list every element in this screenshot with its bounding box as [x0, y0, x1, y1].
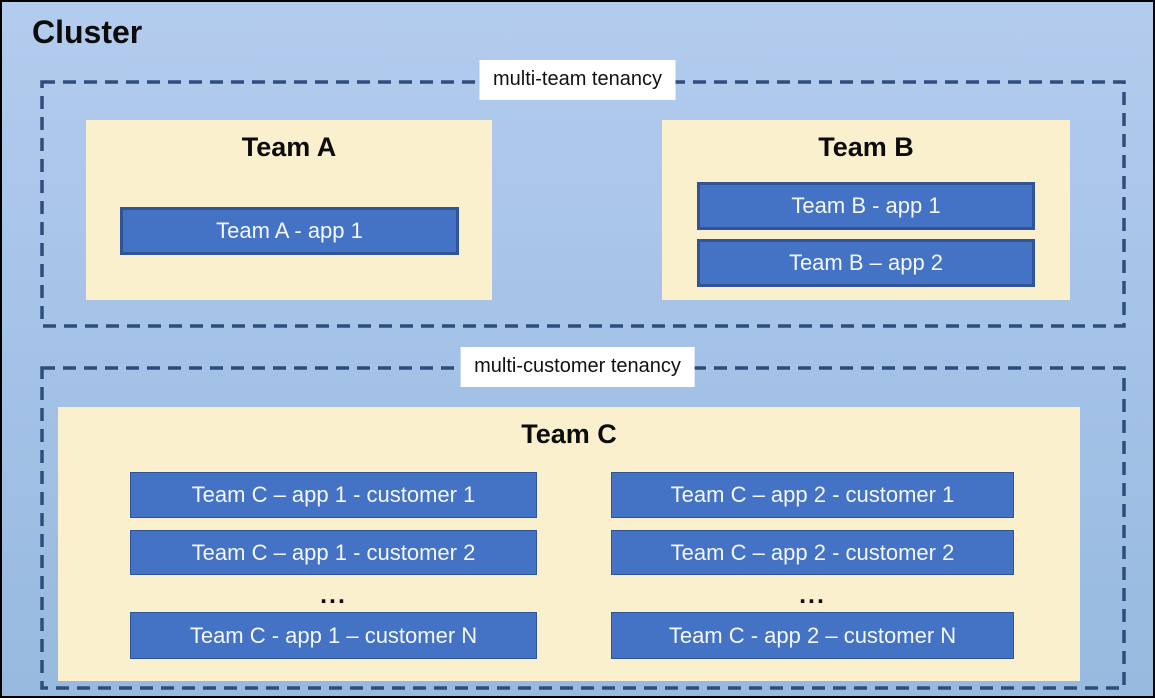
team-c-box: Team C Team C – app 1 - customer 1 Team … — [58, 407, 1080, 681]
team-a-box: Team A Team A - app 1 — [86, 120, 492, 300]
team-b-app-1-node: Team B - app 1 — [697, 182, 1035, 230]
team-c-app1-customer-1-node: Team C – app 1 - customer 1 — [130, 472, 537, 518]
team-b-box: Team B Team B - app 1 Team B – app 2 — [662, 120, 1070, 300]
team-b-app-2-node: Team B – app 2 — [697, 239, 1035, 287]
multi-team-tenancy-zone — [40, 80, 1126, 328]
team-b-title: Team B — [818, 132, 914, 162]
multi-customer-tenancy-label: multi-customer tenancy — [460, 347, 695, 387]
multi-team-tenancy-label: multi-team tenancy — [479, 60, 676, 100]
team-c-title: Team C — [521, 419, 617, 449]
team-c-app1-customer-n-node: Team C - app 1 – customer N — [130, 612, 537, 659]
team-c-app2-customer-1-node: Team C – app 2 - customer 1 — [611, 472, 1014, 518]
team-c-app2-customer-n-node: Team C - app 2 – customer N — [611, 612, 1014, 659]
multi-team-boundary-icon — [40, 80, 1126, 328]
multi-customer-boundary-icon — [40, 366, 1126, 690]
team-a-app-1-node: Team A - app 1 — [120, 207, 459, 255]
team-c-app2-customer-2-node: Team C – app 2 - customer 2 — [611, 530, 1014, 575]
team-a-title: Team A — [241, 132, 337, 162]
multi-customer-tenancy-zone — [40, 366, 1126, 690]
team-c-app1-customer-2-node: Team C – app 1 - customer 2 — [130, 530, 537, 575]
team-c-app2-ellipsis: ... — [799, 581, 826, 609]
cluster-title: Cluster — [32, 14, 143, 50]
team-c-app1-ellipsis: ... — [320, 581, 347, 609]
